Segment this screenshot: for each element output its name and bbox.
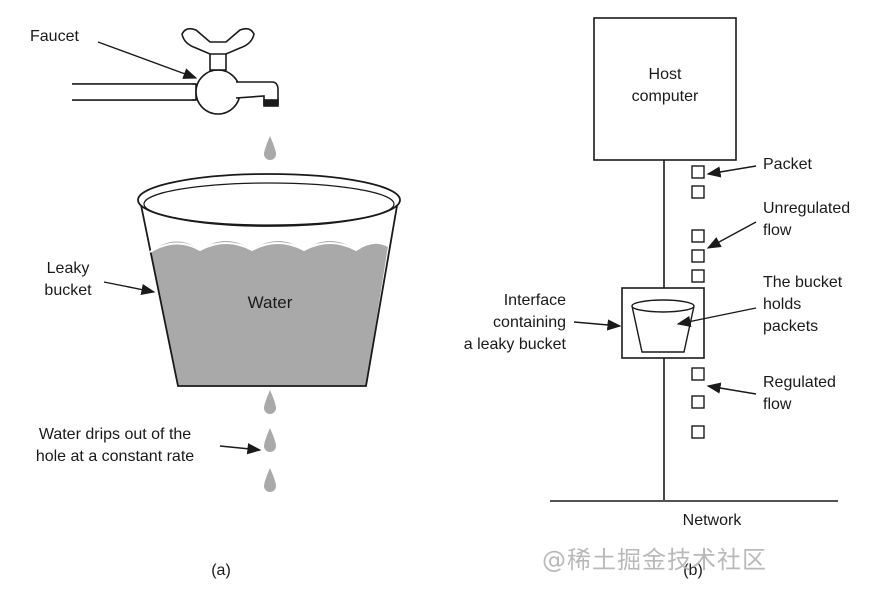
unregulated-line2: flow	[763, 222, 792, 239]
unregulated-line1: Unregulated	[763, 200, 851, 217]
network-label: Network	[682, 512, 742, 529]
packet-icon	[691, 269, 705, 283]
regulated-line1: Regulated	[763, 374, 836, 391]
packet-icon	[691, 249, 705, 263]
bucket-holds-line3: packets	[763, 318, 819, 335]
interface-line2: containing	[493, 314, 566, 331]
bucket-holds-line1: The bucket	[763, 274, 843, 291]
water-drop-icon	[264, 390, 276, 414]
bucket-holds-arrow	[676, 307, 757, 327]
faucet-label: Faucet	[30, 28, 79, 45]
bucket-icon	[137, 173, 401, 387]
packet-icon	[691, 395, 705, 409]
water-drop-icon	[264, 428, 276, 452]
unregulated-flow-label: Unregulated flow	[763, 198, 850, 242]
water-drop-icon	[264, 468, 276, 492]
interface-arrow	[573, 319, 622, 331]
water-drop-icon	[264, 136, 276, 160]
regulated-flow-label: Regulated flow	[763, 372, 836, 416]
leaky-bucket-label: Leaky bucket	[28, 258, 108, 302]
water-label: Water	[247, 293, 293, 312]
packet-icon	[691, 229, 705, 243]
faucet-icon	[72, 27, 279, 115]
packet-icon	[691, 367, 705, 381]
bucket-holds-line2: holds	[763, 296, 802, 313]
caption-b: (b)	[683, 562, 703, 579]
bucket-arrow	[103, 281, 156, 296]
drip-arrow	[219, 443, 262, 455]
packet-icon	[691, 185, 705, 199]
watermark: @稀土掘金技术社区	[542, 546, 767, 574]
small-bucket-icon	[631, 299, 695, 353]
drip-label-line2: hole at a constant rate	[35, 448, 195, 465]
bucket-holds-label: The bucket holds packets	[763, 272, 842, 338]
interface-line3: a leaky bucket	[463, 336, 566, 353]
caption-a: (a)	[211, 562, 231, 579]
drip-label: Water drips out of the hole at a constan…	[10, 424, 220, 468]
packet-label: Packet	[763, 156, 812, 173]
host-computer-label: Host computer	[594, 64, 736, 108]
host-computer-box	[593, 17, 737, 161]
regulated-arrow	[706, 382, 757, 395]
leaky-bucket-label-line1: Leaky	[46, 260, 90, 277]
regulated-line2: flow	[763, 396, 792, 413]
packet-arrow	[706, 165, 757, 178]
drip-label-line1: Water drips out of the	[38, 426, 192, 443]
leaky-bucket-label-line2: bucket	[44, 282, 92, 299]
interface-line1: Interface	[503, 292, 566, 309]
faucet-arrow	[97, 41, 198, 79]
host-label-line2: computer	[631, 88, 699, 105]
packet-icon	[691, 165, 705, 179]
interface-label: Interface containing a leaky bucket	[420, 290, 566, 356]
unregulated-arrow	[706, 221, 757, 249]
packet-icon	[691, 425, 705, 439]
host-label-line1: Host	[648, 66, 682, 83]
